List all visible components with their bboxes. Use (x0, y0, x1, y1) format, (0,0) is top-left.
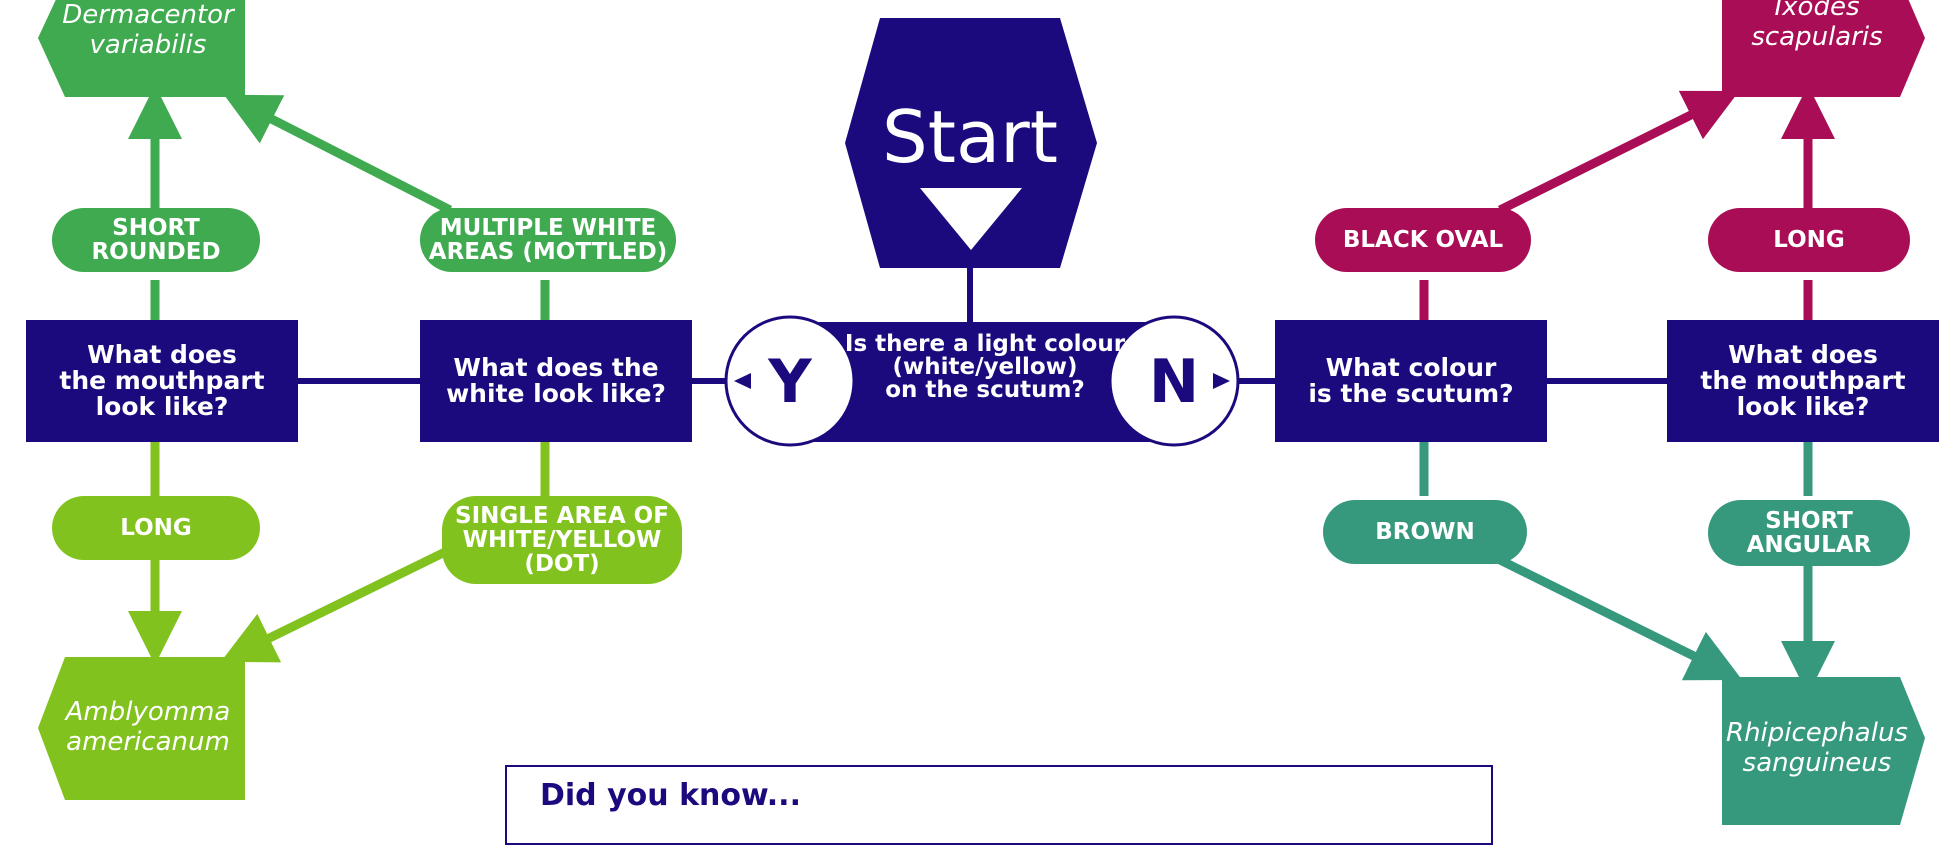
species-ixodes-scapularis: Ixodes scapularis (1751, 0, 1883, 52)
arrow-black-oval-to-ixodes (1497, 90, 1740, 215)
species-dermacentor-variabilis: Dermacentor variabilis (62, 0, 234, 60)
species-rhipicephalus-sanguineus: Rhipicephalus sanguineus (1726, 718, 1908, 778)
yes-circle[interactable] (724, 315, 856, 447)
arrow-brown-to-rhipicephalus (1498, 555, 1743, 681)
white-look-question: What does the white look like? (420, 320, 692, 442)
dermacentor-hexagon (38, 0, 245, 97)
answer-long-left: LONG (52, 496, 260, 560)
arrow-multiple-white-to-dermacentor (223, 94, 453, 215)
species-amblyomma-americanum: Amblyomma americanum (65, 697, 231, 757)
flowchart-canvas (38, 0, 1925, 825)
yes-arrow-icon (734, 373, 751, 389)
answer-short-rounded: SHORT ROUNDED (52, 208, 260, 272)
answer-short-angular: SHORT ANGULAR (1708, 500, 1910, 566)
did-you-know-title: Did you know... (540, 778, 801, 813)
scutum-colour-question: What colour is the scutum? (1275, 320, 1547, 442)
no-label[interactable]: N (1148, 347, 1200, 417)
amblyomma-hexagon (38, 657, 245, 800)
yes-label[interactable]: Y (768, 347, 812, 417)
start-label: Start (882, 95, 1058, 179)
no-circle[interactable] (1108, 315, 1240, 447)
no-arrow-icon (1213, 373, 1230, 389)
start-down-arrow-icon (920, 188, 1022, 250)
answer-single-area: SINGLE AREA OF WHITE/YELLOW (DOT) (442, 496, 682, 584)
start-hexagon (845, 18, 1097, 268)
answer-multiple-white: MULTIPLE WHITE AREAS (MOTTLED) (420, 208, 676, 272)
answer-black-oval: BLACK OVAL (1315, 208, 1531, 272)
mouthpart-question-left: What does the mouthpart look like? (26, 320, 298, 442)
arrow-single-area-to-amblyomma (220, 547, 447, 663)
light-colour-question: Is there a light colour (white/yellow) o… (844, 331, 1126, 403)
mouthpart-question-right: What does the mouthpart look like? (1667, 320, 1939, 442)
answer-long-right: LONG (1708, 208, 1910, 272)
answer-brown: BROWN (1323, 500, 1527, 564)
rhipicephalus-hexagon (1722, 677, 1925, 825)
ixodes-hexagon (1722, 0, 1925, 97)
